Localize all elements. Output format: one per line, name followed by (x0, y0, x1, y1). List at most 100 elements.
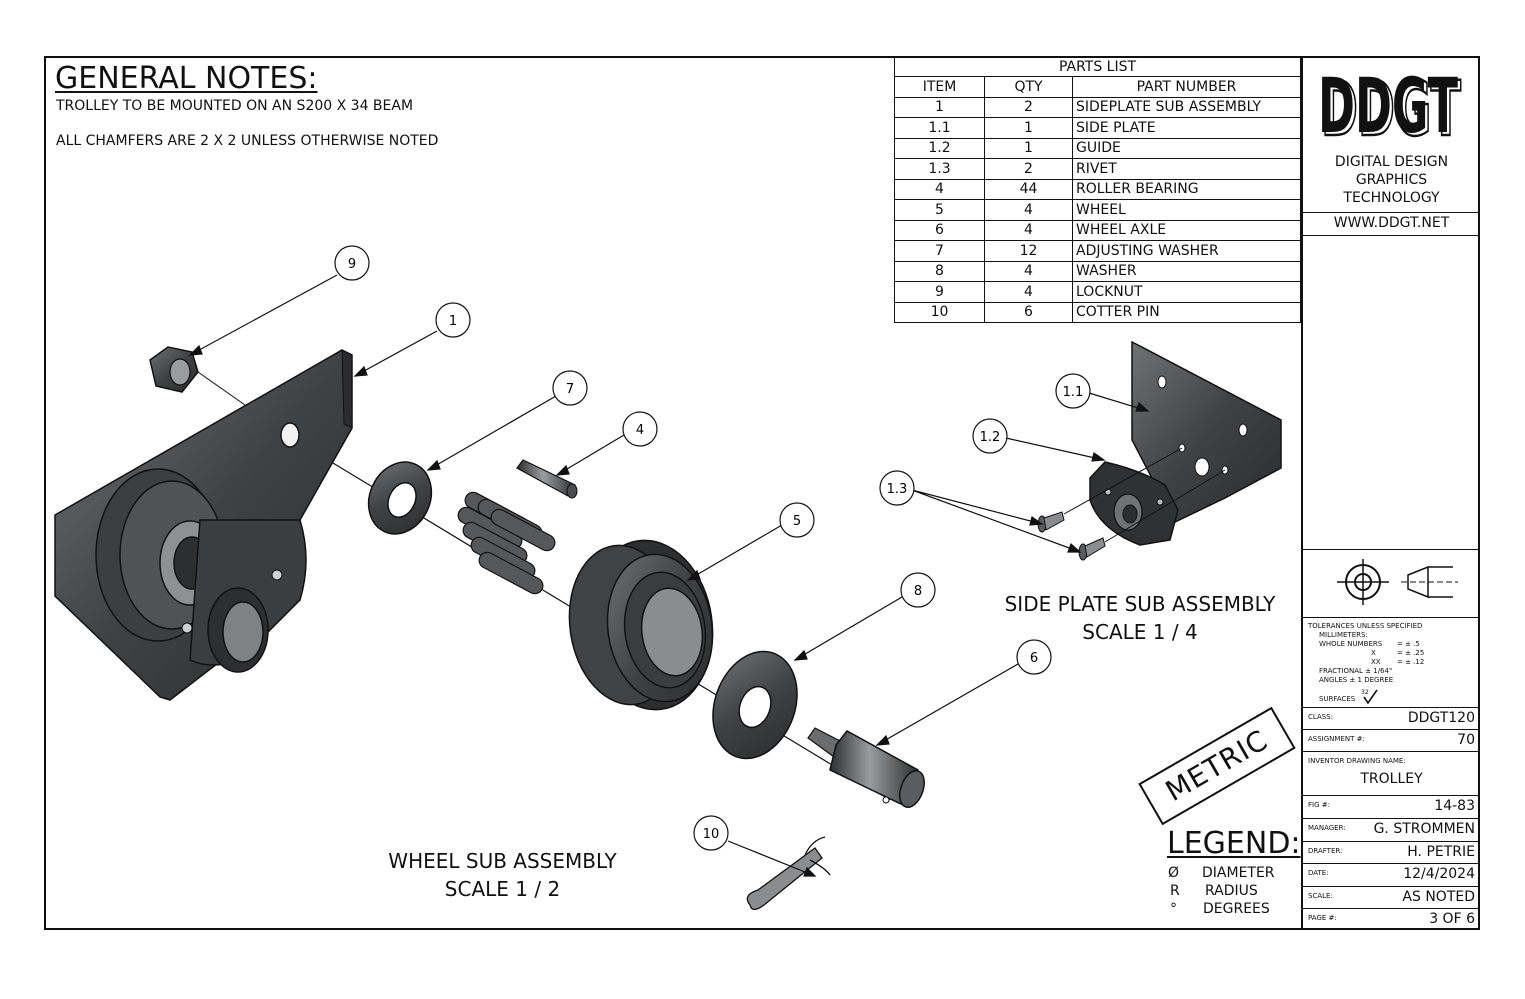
legend-symbol-diameter: Ø (1168, 865, 1180, 881)
balloon-8: 8 (900, 572, 936, 608)
balloon-9: 9 (334, 245, 370, 281)
svg-text:10: 10 (703, 827, 720, 842)
svg-text:DDGT: DDGT (1318, 67, 1458, 147)
rivet-parts (1037, 447, 1226, 561)
balloon-5: 5 (779, 502, 815, 538)
wheel-view-name: WHEEL SUB ASSEMBLY (388, 849, 617, 873)
company-line-2: GRAPHICS (1355, 172, 1428, 188)
assignment-value: 70 (1457, 732, 1475, 748)
page-label: PAGE #: (1308, 914, 1337, 922)
company-website: WWW.DDGT.NET (1333, 215, 1450, 231)
sideplate-assembly-part (54, 349, 353, 701)
surface-finish-value: 32 (1361, 689, 1369, 696)
svg-text:1.3: 1.3 (887, 482, 908, 497)
surface-finish-icon (1363, 689, 1378, 705)
parts-cell-part: WASHER (1072, 260, 1301, 282)
parts-cell-item: 1.2 (894, 137, 985, 159)
balloon-6: 6 (1016, 639, 1052, 675)
svg-text:DDGT: DDGT (1321, 67, 1461, 147)
tolerance-whole: WHOLE NUMBERS (1319, 640, 1383, 648)
wheel-view-caption: WHEEL SUB ASSEMBLY SCALE 1 / 2 (360, 847, 645, 903)
side-plate-view-scale: SCALE 1 / 4 (1082, 620, 1198, 644)
guide-part (1089, 461, 1179, 546)
wheel-axle-part (807, 727, 925, 808)
legend-symbol-radius: R (1170, 883, 1180, 899)
tolerance-xx: XX (1371, 658, 1381, 666)
drawing-name-label: INVENTOR DRAWING NAME: (1308, 757, 1406, 765)
class-label: CLASS: (1308, 713, 1333, 721)
class-value: DDGT120 (1407, 710, 1475, 726)
balloon-7: 7 (552, 370, 588, 406)
svg-text:1: 1 (449, 314, 457, 329)
side-plate-view-name: SIDE PLATE SUB ASSEMBLY (1004, 592, 1276, 616)
adjusting-washer-part (367, 461, 433, 535)
date-label: DATE: (1308, 869, 1329, 877)
balloon-1-3: 1.3 (879, 470, 915, 506)
side-plate-part (1131, 340, 1282, 523)
roller-bundle-part (457, 491, 556, 595)
leader-lines (188, 274, 1150, 877)
drawing-name-value: TROLLEY (1360, 771, 1423, 787)
manager-value: G. STROMMEN (1373, 821, 1475, 837)
balloon-1-1: 1.1 (1055, 373, 1091, 409)
parts-cell-part: ADJUSTING WASHER (1072, 240, 1301, 262)
svg-text:1.2: 1.2 (980, 430, 1001, 445)
wheel-part (568, 539, 714, 711)
tolerance-angles: ANGLES ± 1 DEGREE (1319, 676, 1394, 684)
drafter-label: DRAFTER: (1308, 847, 1343, 855)
exploded-assembly-drawing: 9 1 7 4 5 8 6 10 1.1 1.2 1.3 (54, 245, 1282, 911)
locknut-part (149, 346, 246, 406)
legend-text-diameter: DIAMETER (1202, 865, 1275, 881)
page-value: 3 OF 6 (1429, 911, 1475, 927)
parts-cell-qty: 44 (984, 178, 1073, 200)
tolerance-units: MILLIMETERS: (1319, 631, 1368, 639)
fig-label: FIG #: (1308, 801, 1330, 809)
svg-text:7: 7 (566, 382, 574, 397)
title-block: DDGT DDGT DIGITAL DESIGN GRAPHICS TECHNO… (1301, 57, 1480, 930)
general-note-1: TROLLEY TO BE MOUNTED ON AN S200 X 34 BE… (56, 98, 414, 114)
scale-value: AS NOTED (1402, 889, 1475, 905)
balloon-1: 1 (435, 302, 471, 338)
svg-text:9: 9 (348, 257, 356, 272)
cotter-pin-part (746, 836, 831, 911)
assignment-label: ASSIGNMENT #: (1308, 735, 1365, 743)
tolerance-xx-value: = ± .12 (1397, 658, 1425, 666)
washer-part (712, 650, 798, 760)
manager-label: MANAGER: (1308, 824, 1346, 832)
general-notes-title: GENERAL NOTES: (55, 61, 318, 96)
drawing-border (44, 56, 1480, 930)
balloon-10: 10 (693, 815, 729, 851)
company-line-3: TECHNOLOGY (1343, 190, 1440, 206)
parts-cell-part: ROLLER BEARING (1072, 178, 1301, 200)
svg-text:1.1: 1.1 (1063, 385, 1084, 400)
legend-text-degrees: DEGREES (1203, 901, 1270, 917)
parts-header-part-number: PART NUMBER (1072, 76, 1301, 98)
balloon-1-2: 1.2 (972, 418, 1008, 454)
balloon-4: 4 (622, 411, 658, 447)
parts-list-title: PARTS LIST (894, 57, 1301, 77)
tolerance-surfaces: SURFACES (1319, 695, 1356, 703)
roller-bearing-part (516, 459, 578, 499)
general-note-2: ALL CHAMFERS ARE 2 X 2 UNLESS OTHERWISE … (56, 133, 439, 149)
wheel-view-scale: SCALE 1 / 2 (444, 877, 561, 901)
legend-text-radius: RADIUS (1205, 883, 1258, 899)
balloons: 9 1 7 4 5 8 6 10 1.1 1.2 1.3 (334, 245, 1091, 851)
side-plate-view-caption: SIDE PLATE SUB ASSEMBLY SCALE 1 / 4 (990, 590, 1290, 646)
parts-cell-item: 10 (894, 301, 985, 323)
parts-cell-part: COTTER PIN (1072, 301, 1301, 323)
drafter-value: H. PETRIE (1407, 844, 1475, 860)
tolerance-whole-value: = ± .5 (1397, 640, 1420, 648)
svg-text:4: 4 (636, 423, 644, 438)
tolerance-x-value: = ± .25 (1397, 649, 1425, 657)
date-value: 12/4/2024 (1403, 866, 1475, 882)
ddgt-logo: DDGT DDGT (1318, 67, 1462, 147)
parts-cell-part: SIDEPLATE SUB ASSEMBLY (1072, 96, 1301, 118)
